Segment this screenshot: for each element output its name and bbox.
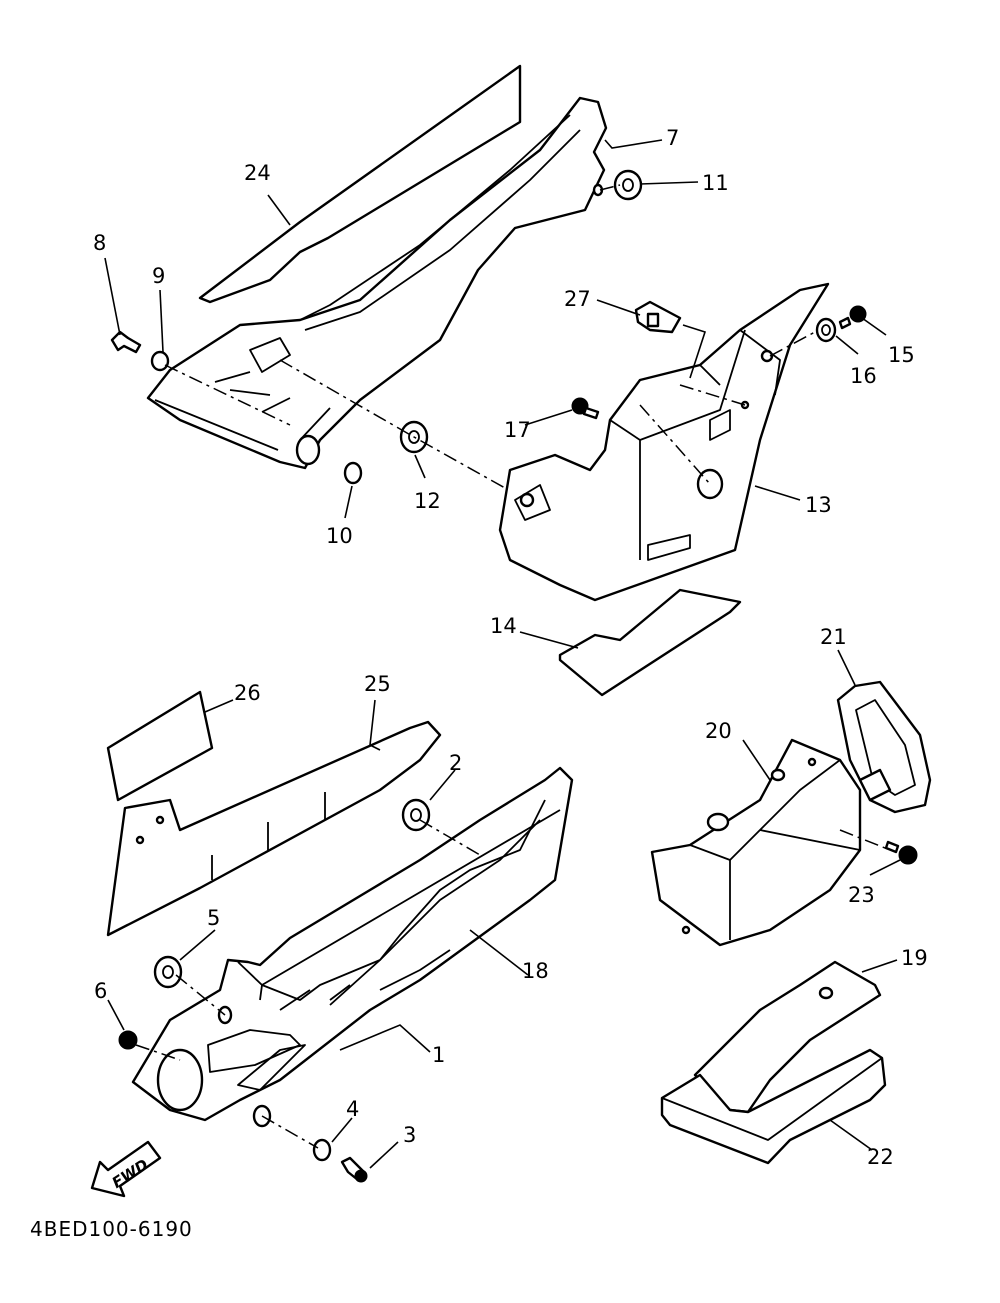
- callout-25: 25: [364, 672, 391, 696]
- part-9-nut: [150, 350, 170, 372]
- callout-27: 27: [564, 287, 591, 311]
- part-25-gasket: [106, 720, 442, 937]
- callout-12: 12: [414, 489, 441, 513]
- callout-labels: 1 2 3 4 5 6 7 8 9 10 11 12 13 14 15 16 1…: [93, 126, 928, 1169]
- part-20-tool-box: [650, 738, 862, 947]
- part-3-bolt: [340, 1156, 368, 1183]
- callout-22: 22: [867, 1145, 894, 1169]
- callout-13: 13: [805, 493, 832, 517]
- part-2-grommet: [401, 798, 431, 832]
- callout-14: 14: [490, 614, 517, 638]
- callout-17: 17: [504, 418, 531, 442]
- part-17-bolt: [571, 397, 600, 420]
- callout-5: 5: [207, 906, 220, 930]
- callout-4: 4: [346, 1097, 359, 1121]
- callout-26: 26: [234, 681, 261, 705]
- part-6-nut: [118, 1030, 138, 1050]
- part-4-washer: [312, 1138, 332, 1162]
- callout-18: 18: [522, 959, 549, 983]
- part-10-washer: [343, 461, 363, 485]
- callout-2: 2: [449, 751, 462, 775]
- callout-1: 1: [432, 1043, 445, 1067]
- part-16-collar: [815, 317, 837, 343]
- callout-7: 7: [666, 126, 679, 150]
- part-14-pad: [558, 588, 742, 697]
- callout-10: 10: [326, 524, 353, 548]
- part-22-case: [660, 1048, 887, 1165]
- callout-8: 8: [93, 231, 106, 255]
- part-15-bolt: [838, 305, 867, 330]
- part-27-connector: [634, 300, 682, 334]
- part-26-decal: [106, 690, 214, 802]
- callout-11: 11: [702, 171, 729, 195]
- fwd-arrow-icon: FWD: [90, 1140, 162, 1198]
- callout-6: 6: [94, 979, 107, 1003]
- drawing-code: 4BED100-6190: [30, 1217, 193, 1241]
- part-23-bolt: [884, 840, 918, 865]
- callout-20: 20: [705, 719, 732, 743]
- callout-15: 15: [888, 343, 915, 367]
- callout-3: 3: [403, 1123, 416, 1147]
- part-24-decal: [198, 64, 522, 304]
- part-8-bolt: [110, 330, 142, 354]
- part-21-bracket: [836, 680, 932, 814]
- part-13-bracket: [498, 282, 830, 602]
- callout-21: 21: [820, 625, 847, 649]
- callout-23: 23: [848, 883, 875, 907]
- part-18-emblem: [329, 819, 541, 1006]
- leader-lines: [104, 139, 901, 1169]
- part-11-grommet: [613, 169, 643, 201]
- callout-9: 9: [152, 264, 165, 288]
- part-5-grommet: [153, 955, 183, 989]
- callout-24: 24: [244, 161, 271, 185]
- callout-19: 19: [901, 946, 928, 970]
- callout-16: 16: [850, 364, 877, 388]
- part-1-side-cover: [131, 766, 574, 1128]
- part-7-side-cover: [146, 96, 608, 470]
